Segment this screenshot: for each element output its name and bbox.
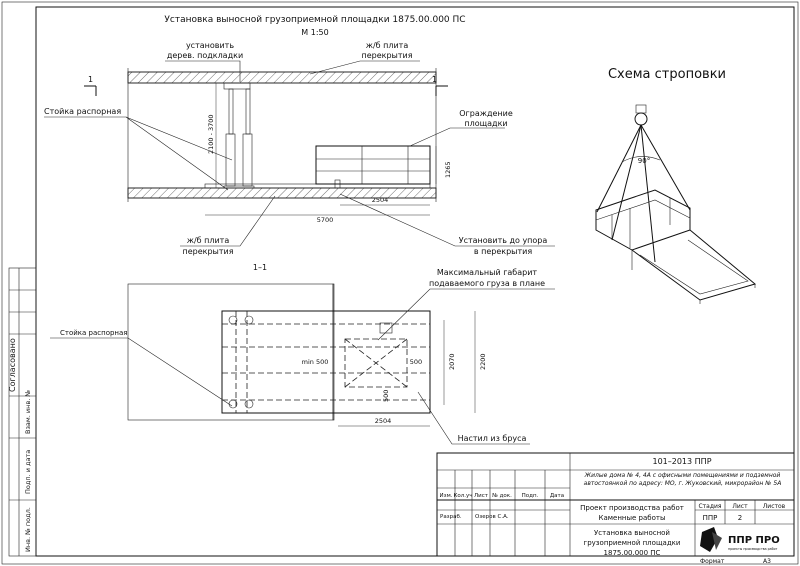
callout-stop-2: в перекрытия xyxy=(474,247,532,256)
tb-col-kol: Кол.уч xyxy=(453,493,472,499)
dim-total-length: 5700 xyxy=(317,216,334,224)
tb-col-doc: № док. xyxy=(492,493,512,499)
dim-min-offset: min 500 xyxy=(302,358,329,366)
tb-object: Жилые дома № 4, 4А с офисными помещениям… xyxy=(583,472,782,487)
logo-text: ППР ПРО xyxy=(728,535,780,546)
callout-strut: Стойка распорная xyxy=(44,107,121,116)
drawing-scale: М 1:50 xyxy=(301,28,328,37)
dim-platform-length: 2504 xyxy=(372,196,389,204)
tb-project-1: Проект производства работ xyxy=(580,504,684,512)
dim-strut-height: 2100 - 3700 xyxy=(207,114,215,154)
stamp-sign-date: Подп. и дата xyxy=(24,450,32,494)
tb-project-2: Каменные работы xyxy=(599,514,666,522)
callout-fence-2: площадки xyxy=(464,119,507,128)
callout-fence-1: Ограждение xyxy=(459,109,513,118)
dim-cargo-side: 500 xyxy=(410,358,422,366)
stamp-inv-orig: Инв. № подл. xyxy=(24,507,32,552)
rigging-angle: 90° xyxy=(638,157,650,165)
tb-col-list: Лист xyxy=(474,493,489,499)
callout-slab-top-1: ж/б плита xyxy=(366,41,409,50)
callout-pads-2: дерев. подкладки xyxy=(167,51,243,60)
svg-text:1: 1 xyxy=(88,75,93,84)
tb-col-date: Дата xyxy=(550,493,564,499)
company-logo: ППР ПРО проекты производства работ xyxy=(700,527,780,552)
callout-slab-bottom-2: перекрытия xyxy=(182,247,233,256)
tb-sheets-header: Листов xyxy=(763,503,786,510)
cargo-max-outline xyxy=(344,322,408,388)
tb-stage-header: Стадия xyxy=(698,503,721,510)
side-stamp: Согласовано Взам. инв. № Подп. и дата Ин… xyxy=(8,267,37,557)
footer-format-label: Формат xyxy=(700,558,725,565)
tb-sheet-title-1: Установка выносной xyxy=(594,529,670,537)
stamp-agreed: Согласовано xyxy=(8,338,17,392)
callout-slab-top-2: перекрытия xyxy=(361,51,412,60)
callout-stop-1: Установить до упора xyxy=(459,236,548,245)
callout-deck: Настил из бруса xyxy=(458,434,527,443)
tb-sheet-value: 2 xyxy=(738,514,742,522)
dim-plan-width-outer: 2200 xyxy=(479,353,487,370)
logo-subtext: проекты производства работ xyxy=(728,547,778,551)
plan-slab xyxy=(127,283,334,421)
top-slab xyxy=(127,71,437,84)
callout-slab-bottom-1: ж/б плита xyxy=(187,236,230,245)
stamp-replaced-inv: Взам. инв. № xyxy=(24,390,32,434)
tb-developer-name: Озеров С.А. xyxy=(475,514,509,520)
plan-platform xyxy=(221,310,431,414)
strut-elevation xyxy=(223,82,255,189)
platform-fence xyxy=(315,145,431,185)
rigging-scheme: 90° xyxy=(595,104,757,304)
dim-plan-width-inner: 2070 xyxy=(448,353,456,370)
drawing-title: Установка выносной грузоприемной площадк… xyxy=(164,15,465,25)
tb-col-izm: Изм. xyxy=(440,493,453,499)
dim-fence-height: 1265 xyxy=(444,161,452,178)
tb-sheet-title-3: 1875.00.000 ПС xyxy=(604,549,661,557)
dim-plan-length: 2504 xyxy=(375,417,392,425)
tb-stage-value: ППР xyxy=(703,514,718,522)
section-mark-right: 1 xyxy=(432,75,448,96)
title-block xyxy=(436,452,795,557)
section-title: 1–1 xyxy=(253,263,267,272)
bottom-slab xyxy=(127,187,437,199)
section-mark-left: 1 xyxy=(84,75,97,96)
tb-developer-role: Разраб. xyxy=(440,514,462,520)
plan-slab-ext xyxy=(332,283,335,421)
tb-col-sign: Подп. xyxy=(522,493,539,499)
svg-text:1: 1 xyxy=(432,75,437,84)
tb-code: 101–2013 ППР xyxy=(652,457,711,466)
callout-strut-plan: Стойка распорная xyxy=(60,329,128,337)
tb-sheet-header: Лист xyxy=(732,503,748,510)
rigging-title: Схема строповки xyxy=(608,67,726,82)
tb-sheet-title-2: грузоприемной площадки xyxy=(584,539,681,547)
footer-format-value: А3 xyxy=(763,558,771,565)
callout-max-1: Максимальный габарит xyxy=(437,268,538,277)
dim-cargo-side2: 500 xyxy=(382,390,390,402)
callout-max-2: подаваемого груза в плане xyxy=(429,279,545,288)
callout-pads-1: установить xyxy=(186,41,234,50)
